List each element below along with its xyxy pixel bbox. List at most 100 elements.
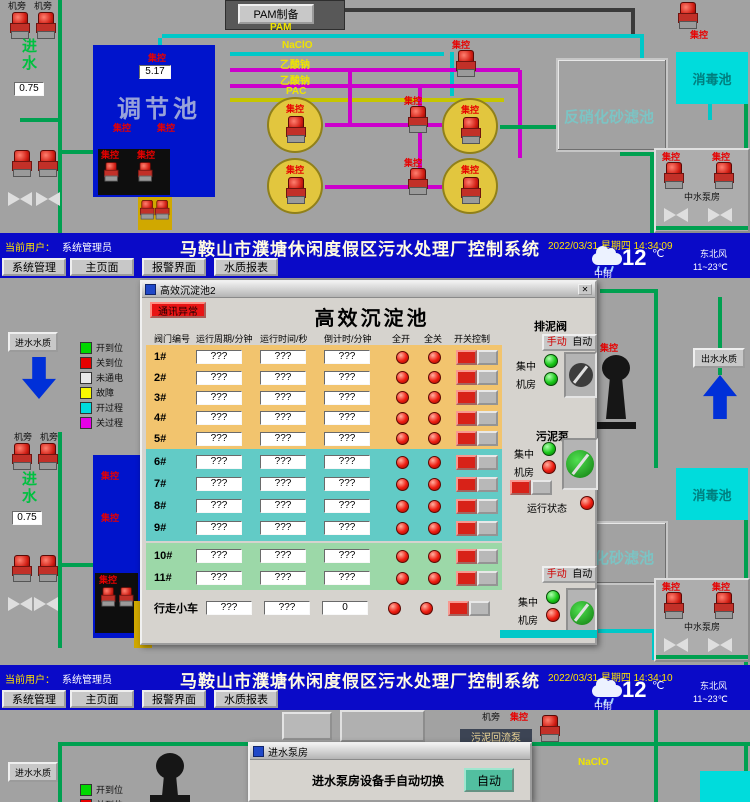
pump-icon[interactable] — [714, 162, 734, 189]
pump-icon[interactable] — [714, 592, 734, 619]
runtime-value[interactable]: ??? — [260, 455, 306, 469]
pump-icon[interactable] — [140, 200, 155, 220]
switch-off[interactable] — [477, 370, 498, 386]
countdown-value[interactable]: ??? — [324, 411, 370, 426]
pump-figure[interactable] — [150, 753, 190, 802]
pump-icon[interactable] — [461, 177, 481, 204]
valve-icon[interactable] — [36, 192, 60, 206]
runtime-value[interactable]: ??? — [264, 601, 310, 615]
runtime-value[interactable]: ??? — [260, 390, 306, 405]
valve-icon[interactable] — [664, 208, 688, 222]
cycle-value[interactable]: ??? — [196, 455, 242, 469]
menu-water-quality-report[interactable]: 水质报表 — [214, 690, 278, 708]
switch-on[interactable] — [510, 480, 531, 495]
valve-icon[interactable] — [708, 638, 732, 652]
countdown-value[interactable]: ??? — [324, 477, 370, 491]
valve-icon[interactable] — [8, 597, 32, 611]
pump-icon[interactable] — [101, 587, 116, 607]
open-close-switch[interactable] — [456, 390, 498, 406]
cycle-value[interactable]: ??? — [196, 370, 242, 385]
pump-icon[interactable] — [408, 106, 428, 133]
valve-icon[interactable] — [8, 192, 32, 206]
switch-off[interactable] — [531, 480, 552, 495]
cycle-value[interactable]: ??? — [196, 390, 242, 405]
menu-water-quality-report[interactable]: 水质报表 — [214, 258, 278, 276]
runtime-value[interactable]: ??? — [260, 571, 306, 585]
runtime-value[interactable]: ??? — [260, 477, 306, 491]
rotary-knob[interactable] — [569, 601, 594, 625]
switch-on[interactable] — [456, 498, 477, 514]
switch-on[interactable] — [456, 520, 477, 536]
countdown-value[interactable]: ??? — [324, 499, 370, 513]
open-close-switch[interactable] — [456, 548, 498, 564]
switch-on[interactable] — [456, 570, 477, 586]
runtime-value[interactable]: ??? — [260, 431, 306, 446]
pump-icon[interactable] — [12, 150, 32, 177]
cycle-value[interactable]: ??? — [196, 431, 242, 446]
pam-prep-button[interactable]: PAM制备 — [238, 4, 314, 24]
switch-off[interactable] — [477, 454, 498, 470]
pump-icon[interactable] — [155, 200, 170, 220]
switch-on[interactable] — [456, 476, 477, 492]
open-close-switch[interactable] — [456, 370, 498, 386]
countdown-value[interactable]: ??? — [324, 455, 370, 469]
open-close-switch[interactable] — [456, 520, 498, 536]
switch-off[interactable] — [477, 431, 498, 447]
pump-icon[interactable] — [12, 443, 32, 470]
switch-on[interactable] — [456, 410, 477, 426]
pump-icon[interactable] — [36, 12, 56, 39]
cycle-value[interactable]: ??? — [206, 601, 252, 615]
cycle-value[interactable]: ??? — [196, 411, 242, 426]
inflow-value-box[interactable]: 0.75 — [12, 511, 42, 525]
switch-off[interactable] — [477, 548, 498, 564]
cycle-value[interactable]: ??? — [196, 477, 242, 491]
countdown-value[interactable]: ??? — [324, 549, 370, 563]
mud-valve-rotary-switch[interactable] — [564, 352, 597, 398]
open-close-switch[interactable] — [456, 454, 498, 470]
pump-icon[interactable] — [286, 177, 306, 204]
manual-auto-switch[interactable]: 手动 自动 — [542, 334, 597, 351]
runtime-value[interactable]: ??? — [260, 521, 306, 535]
dialog-titlebar[interactable]: 高效沉淀池2 — [142, 282, 595, 298]
pump-icon[interactable] — [38, 555, 58, 582]
switch-off[interactable] — [477, 570, 498, 586]
pump-icon[interactable] — [678, 2, 698, 29]
switch-on[interactable] — [456, 390, 477, 406]
pump-icon[interactable] — [119, 587, 134, 607]
pump-icon[interactable] — [10, 12, 30, 39]
valve-icon[interactable] — [34, 597, 58, 611]
in-quality-button[interactable]: 进水水质 — [8, 762, 58, 782]
open-close-switch[interactable] — [456, 570, 498, 586]
valve-icon[interactable] — [664, 638, 688, 652]
pump-icon[interactable] — [138, 162, 153, 182]
pump-icon[interactable] — [12, 555, 32, 582]
switch-off[interactable] — [477, 349, 498, 365]
menu-system-management[interactable]: 系统管理 — [2, 690, 66, 708]
runtime-value[interactable]: ??? — [260, 370, 306, 385]
runtime-value[interactable]: ??? — [260, 499, 306, 513]
runtime-value[interactable]: ??? — [260, 350, 306, 365]
open-close-switch[interactable] — [456, 431, 498, 447]
countdown-value[interactable]: ??? — [324, 370, 370, 385]
switch-on[interactable] — [456, 454, 477, 470]
switch-off[interactable] — [477, 476, 498, 492]
inflow-value-box[interactable]: 0.75 — [14, 82, 44, 96]
open-close-switch[interactable] — [456, 410, 498, 426]
menu-main-page[interactable]: 主页面 — [70, 690, 134, 708]
cycle-value[interactable]: ??? — [196, 571, 242, 585]
open-close-switch[interactable] — [456, 476, 498, 492]
switch-off[interactable] — [477, 410, 498, 426]
mud-pump-figure[interactable] — [596, 355, 636, 429]
menu-main-page[interactable]: 主页面 — [70, 258, 134, 276]
pump-icon[interactable] — [461, 117, 481, 144]
runtime-value[interactable]: ??? — [260, 549, 306, 563]
auto-option[interactable]: 自动 — [572, 569, 593, 580]
menu-alarm-screen[interactable]: 报警界面 — [142, 690, 206, 708]
open-close-switch[interactable] — [456, 349, 498, 365]
close-button[interactable]: ✕ — [578, 284, 592, 295]
manual-option[interactable]: 手动 — [546, 337, 567, 348]
valve-icon[interactable] — [708, 208, 732, 222]
switch-off[interactable] — [469, 600, 490, 616]
countdown-value[interactable]: ??? — [324, 571, 370, 585]
open-close-switch[interactable] — [510, 480, 552, 495]
